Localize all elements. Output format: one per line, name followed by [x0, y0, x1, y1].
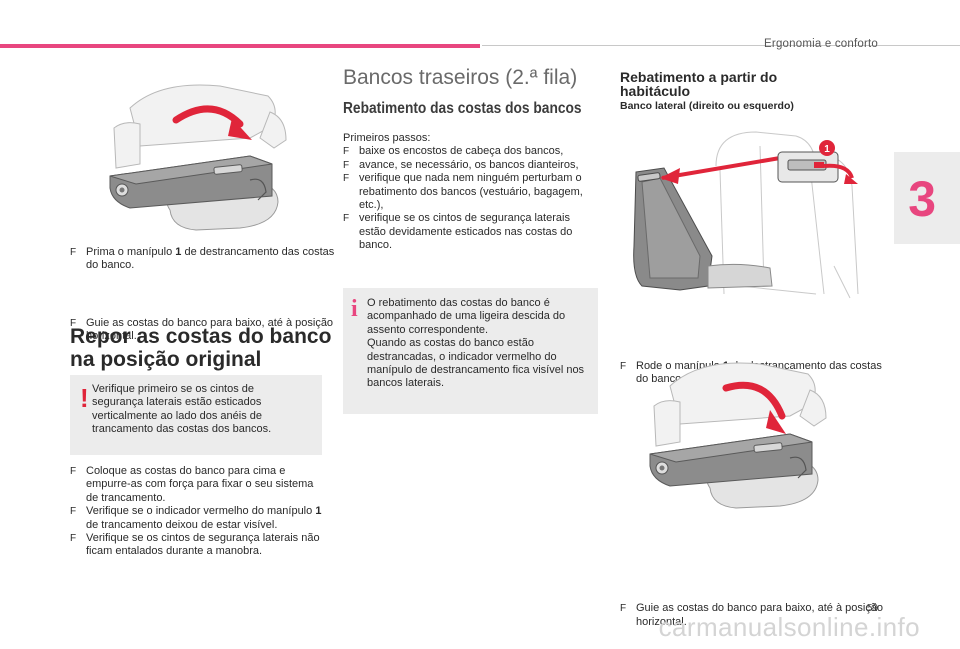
step-text: verifique que nada nem ninguém perturbam… [359, 172, 583, 212]
callout-label: 1 [824, 144, 830, 155]
bullet-text: Verifique se os cintos de segurança late… [86, 532, 320, 558]
bullet-text: Guie as costas do banco para baixo, até … [86, 316, 334, 343]
step-text: verifique se os cintos de segurança late… [359, 212, 573, 252]
chapter-number: 3 [908, 171, 936, 227]
bullet-text-post: de trancamento deixou de estar visível. [86, 518, 278, 531]
section-title-line-1: Repor as costas do banco [70, 325, 332, 348]
info-text: O rebatimento das costas do banco é acom… [367, 297, 589, 391]
section-title-line-2: na posição original [70, 348, 262, 371]
bullet-marker: F [343, 159, 350, 171]
right-bullet-guide-seat: F Guie as costas do banco para baixo, at… [620, 602, 892, 629]
restore-step-belts: F Verifique se os cintos de segurança la… [70, 532, 326, 559]
warning-text: Verifique primeiro se os cintos de segur… [92, 383, 272, 436]
bullet-marker: F [620, 360, 627, 372]
rear-seats-title: Bancos traseiros (2.ª fila) [343, 66, 578, 89]
info-text-1: O rebatimento das costas do banco é acom… [367, 297, 566, 336]
step-text: baixe os encostos de cabeça dos bancos, [359, 145, 564, 158]
warning-box: ! Verifique primeiro se os cintos de seg… [70, 375, 322, 455]
bullet-text-pre: Verifique se o indicador vermelho do man… [86, 505, 316, 518]
bullet-text: Guie as costas do banco para baixo, até … [636, 602, 884, 628]
left-bullet-guide-seat: F Guie as costas do banco para baixo, at… [70, 317, 340, 344]
restore-step-indicator: F Verifique se o indicador vermelho do m… [70, 505, 326, 532]
restore-step-push: F Coloque as costas do banco para cima e… [70, 465, 326, 505]
bullet-text-post: de destrancamento das costas do banco. [86, 246, 335, 272]
warning-icon: ! [80, 383, 89, 413]
title-line-1: Rebatimento a partir do [620, 69, 778, 85]
bullet-text: Coloque as costas do banco para cima e e… [86, 465, 314, 504]
handle-number: 1 [315, 505, 322, 518]
side-seat-subtitle: Banco lateral (direito ou esquerdo) [620, 100, 794, 112]
page-number: 59 [866, 603, 878, 614]
bullet-marker: F [343, 146, 350, 158]
header-title: Ergonomia e conforto [764, 38, 878, 50]
chapter-tab [894, 152, 960, 244]
fold-backrest-subtitle: Rebatimento das costas dos bancos [343, 100, 582, 117]
info-icon: i [351, 296, 358, 322]
first-steps-list: Primeiros passos: F baixe os encostos de… [343, 132, 599, 253]
left-bullet-press-handle: F Prima o manípulo 1 de destrancamento d… [70, 246, 340, 273]
info-text-2: Quando as costas do banco estão destranc… [367, 337, 585, 390]
folded-seat-illustration-1 [109, 84, 287, 231]
bullet-marker: F [620, 603, 627, 615]
header-accent-bar [0, 44, 480, 48]
first-step-item: F verifique se os cintos de segurança la… [343, 212, 599, 252]
info-box: i O rebatimento das costas do banco é ac… [343, 288, 598, 414]
title-line-2: habitáculo [620, 83, 691, 99]
header-rule [482, 45, 960, 46]
handle-number: 1 [175, 246, 182, 258]
bullet-text-pre: Prima o manípulo [86, 246, 176, 258]
bullet-marker: F [70, 466, 77, 477]
first-step-item: F baixe os encostos de cabeça dos bancos… [343, 145, 599, 158]
bullet-marker: F [70, 317, 77, 329]
bullet-marker: F [343, 173, 350, 185]
bullet-marker: F [70, 247, 77, 258]
step-text: avance, se necessário, os bancos diantei… [359, 158, 579, 171]
first-step-item: F verifique que nada nem ninguém perturb… [343, 172, 599, 212]
fold-from-cabin-title: Rebatimento a partir do habitáculo [620, 70, 860, 98]
first-step-item: F avance, se necessário, os bancos diant… [343, 159, 599, 172]
first-steps-intro: Primeiros passos: [343, 132, 431, 144]
left-restore-steps: F Coloque as costas do banco para cima e… [70, 465, 326, 559]
watermark: carmanualsonline.info [658, 612, 920, 642]
bullet-marker: F [70, 533, 77, 545]
bullet-marker: F [70, 506, 77, 518]
folded-seat-illustration-2 [649, 362, 827, 509]
seat-handle-illustration: 1 [633, 131, 859, 299]
section-title-restore-seat: Repor as costas do banco na posição orig… [70, 325, 340, 371]
bullet-marker: F [343, 213, 350, 225]
